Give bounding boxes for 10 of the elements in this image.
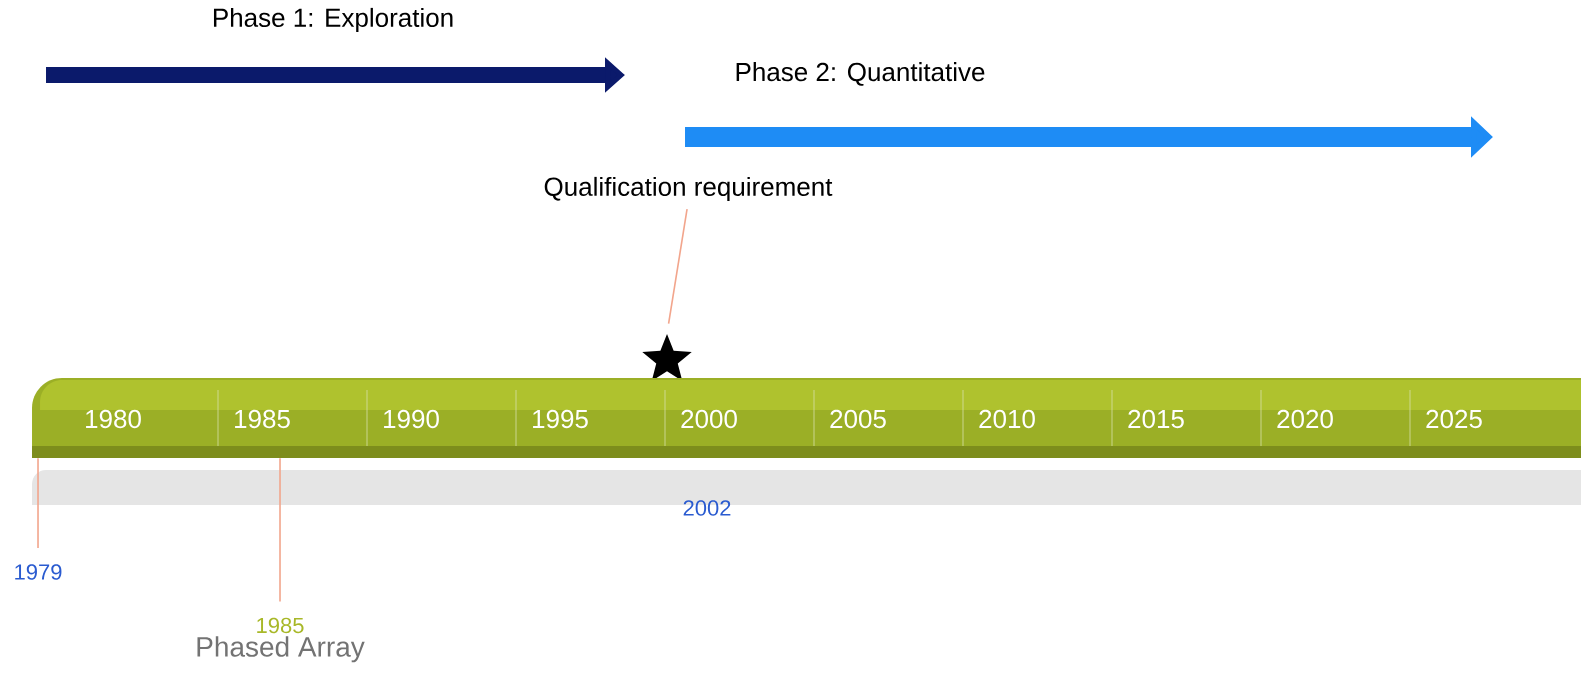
- timeline-bar: 1980 1985 1990 1995 2000 2005 2010 2015 2020 2025: [32, 378, 1581, 458]
- event-label: Qualification requirement: [544, 176, 833, 202]
- leader-line: [37, 457, 39, 549]
- year-label: 1979: [15, 564, 62, 580]
- phase-label: Phase 2: Quantitative: [736, 62, 985, 86]
- event-label: 1985 Phased Array: [197, 617, 365, 663]
- leader-line: [279, 457, 281, 603]
- year-label: 2002: [683, 500, 731, 516]
- leader-line: [667, 208, 688, 325]
- phase-label: Phase 1: Exploration: [214, 7, 453, 33]
